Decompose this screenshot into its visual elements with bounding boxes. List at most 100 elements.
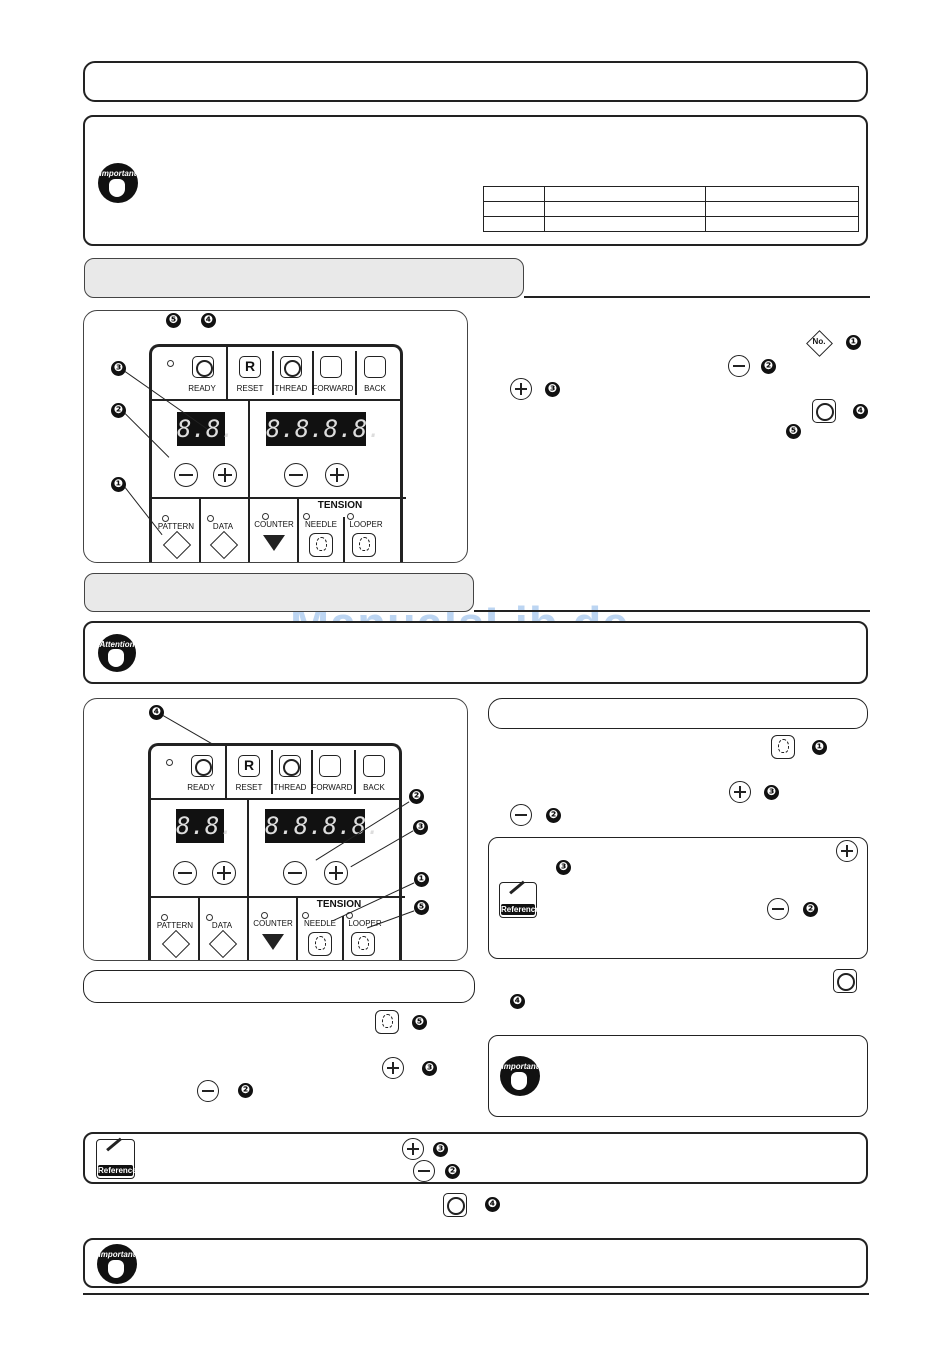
important-icon: Important (500, 1056, 540, 1096)
data-button[interactable] (208, 929, 238, 959)
counter-label: COUNTER (253, 919, 293, 928)
marker-1: ❶ (111, 477, 126, 492)
ready-led (167, 360, 174, 367)
reference-icon: Reference (96, 1137, 137, 1179)
marker-4: ❹ (149, 705, 164, 720)
ready-button[interactable] (192, 356, 214, 378)
operation-panel-2: READY R RESET THREAD FORWARD BACK 8.8. 8… (148, 743, 405, 960)
looper-label: LOOPER (348, 919, 382, 928)
thread-label: THREAD (274, 384, 308, 393)
marker-3: ❸ (111, 361, 126, 376)
text-marker-5c: ❺ (412, 1015, 427, 1030)
right-minus-button[interactable] (283, 861, 307, 885)
pattern-label: PATTERN (156, 921, 194, 930)
panel-figure-1: READY R RESET THREAD FORWARD BACK 8.8. 8… (83, 310, 468, 563)
marker-1: ❶ (414, 872, 429, 887)
left-minus-button[interactable] (173, 861, 197, 885)
pattern-no-button[interactable] (162, 530, 192, 560)
attention-box: Attention (83, 621, 868, 684)
looper-label: LOOPER (349, 520, 383, 529)
minus-key-icon (767, 898, 789, 920)
important-box-top: Important (83, 115, 868, 246)
minus-key-icon (197, 1080, 219, 1102)
counter-button[interactable] (262, 934, 284, 950)
ready-button[interactable] (191, 755, 213, 777)
ref-marker-2b: ❷ (445, 1164, 460, 1179)
forward-label: FORWARD (311, 783, 353, 792)
tension-label: TENSION (316, 899, 362, 910)
marker-2: ❷ (111, 403, 126, 418)
forward-button[interactable] (320, 356, 342, 378)
specification-table (483, 186, 859, 232)
section-rule-1 (524, 296, 870, 298)
needle-key-icon (771, 735, 795, 759)
marker-2: ❷ (409, 789, 424, 804)
text-marker-5a: ❺ (786, 424, 801, 439)
section-heading-1 (84, 258, 524, 298)
reset-button[interactable]: R (238, 755, 260, 777)
ready-key-icon (812, 399, 836, 423)
counter-button[interactable] (263, 535, 285, 551)
ref-marker-3: ❸ (556, 860, 571, 875)
looper-tension-button[interactable] (351, 932, 375, 956)
plus-key-icon (510, 378, 532, 400)
no-key-icon: No. (806, 330, 832, 356)
ref-marker-2: ❷ (803, 902, 818, 917)
marker-3: ❸ (413, 820, 428, 835)
right-minus-button[interactable] (284, 463, 308, 487)
plus-key-icon (382, 1057, 404, 1079)
pattern-display: 8.8. (177, 412, 235, 446)
needle-tension-button[interactable] (309, 533, 333, 557)
text-marker-3c: ❸ (422, 1061, 437, 1076)
needle-label: NEEDLE (304, 520, 337, 529)
pattern-label: PATTERN (157, 522, 195, 531)
text-marker-4a: ❹ (853, 404, 868, 419)
right-plus-button[interactable] (324, 861, 348, 885)
ready-label: READY (187, 783, 215, 792)
left-plus-button[interactable] (212, 861, 236, 885)
right-plus-button[interactable] (325, 463, 349, 487)
reset-button[interactable]: R (239, 356, 261, 378)
back-button[interactable] (364, 356, 386, 378)
reference-icon: Reference (499, 880, 540, 918)
operation-panel-1: READY R RESET THREAD FORWARD BACK 8.8. 8… (149, 344, 406, 562)
needle-tension-button[interactable] (308, 932, 332, 956)
section-rule-2 (474, 610, 870, 612)
text-marker-4b: ❹ (510, 994, 525, 1009)
back-label: BACK (364, 384, 386, 393)
text-marker-2c: ❷ (238, 1083, 253, 1098)
section-heading-2 (84, 573, 474, 612)
tension-label: TENSION (317, 500, 363, 511)
looper-tension-button[interactable] (352, 533, 376, 557)
important-icon: Important (98, 163, 138, 203)
data-display: 8.8.8.8. (265, 809, 381, 843)
reference-box-right: Reference ❸ ❷ (488, 837, 868, 959)
looper-key-icon (375, 1010, 399, 1034)
data-label: DATA (212, 522, 234, 531)
minus-key-icon (510, 804, 532, 826)
pattern-no-button[interactable] (161, 929, 191, 959)
text-marker-4c: ❹ (485, 1197, 500, 1212)
data-display: 8.8.8.8. (266, 412, 382, 446)
plus-key-icon (836, 840, 858, 862)
ready-label: READY (188, 384, 216, 393)
title-box (83, 61, 868, 102)
thread-button[interactable] (280, 356, 302, 378)
ready-key-icon (443, 1193, 467, 1217)
reset-label: RESET (236, 384, 264, 393)
left-plus-button[interactable] (213, 463, 237, 487)
forward-button[interactable] (319, 755, 341, 777)
text-marker-2b: ❷ (546, 808, 561, 823)
data-button[interactable] (209, 530, 239, 560)
looper-tension-heading (83, 970, 475, 1003)
panel-figure-2: READY R RESET THREAD FORWARD BACK 8.8. 8… (83, 698, 468, 961)
left-minus-button[interactable] (174, 463, 198, 487)
needle-label: NEEDLE (303, 919, 336, 928)
marker-5: ❺ (414, 900, 429, 915)
minus-key-icon (728, 355, 750, 377)
needle-tension-heading (488, 698, 868, 729)
thread-button[interactable] (279, 755, 301, 777)
footer-rule (83, 1293, 869, 1295)
important-box-right: Important (488, 1035, 868, 1117)
back-button[interactable] (363, 755, 385, 777)
